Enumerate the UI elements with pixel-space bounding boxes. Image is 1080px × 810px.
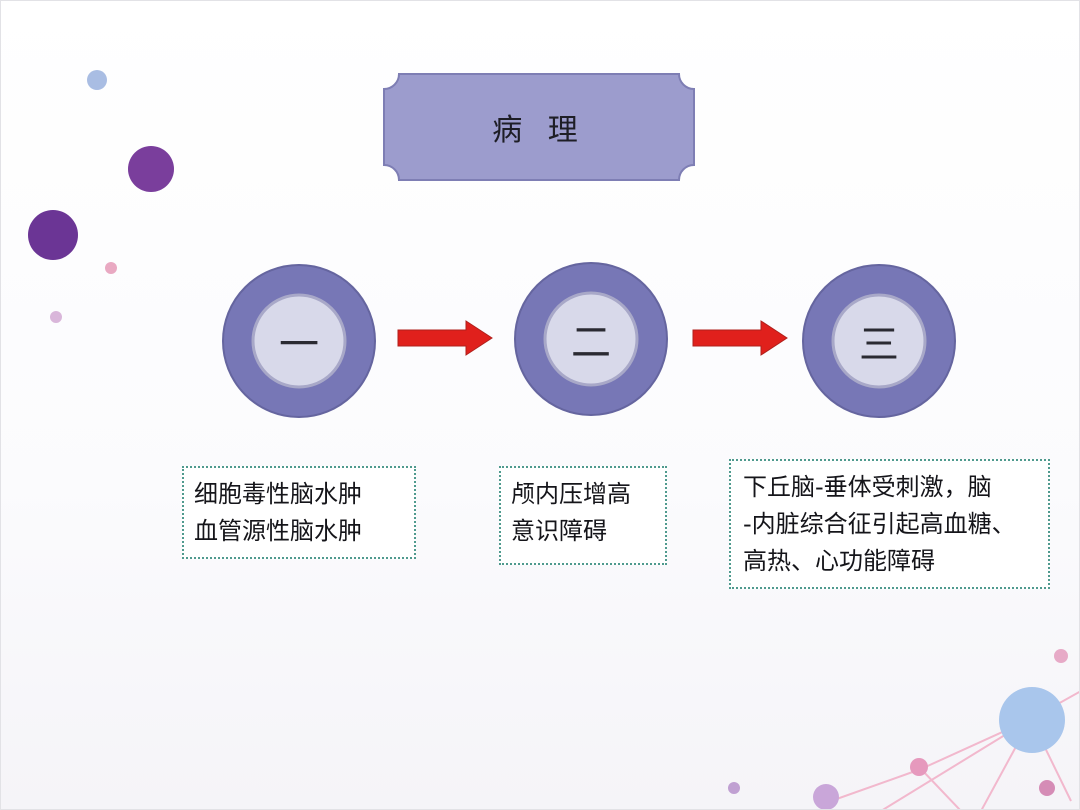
title-box: 病 理 — [383, 73, 695, 181]
stage-3-number: 三 — [859, 322, 899, 368]
description-line: 颅内压增高 — [511, 480, 631, 508]
stage-2-description: 颅内压增高 意识障碍 — [499, 466, 667, 565]
title-banner-shape — [383, 73, 695, 181]
decor-dot — [50, 311, 62, 323]
decor-dot — [1054, 649, 1068, 663]
decor-dot — [999, 687, 1065, 753]
decor-dot — [87, 70, 107, 90]
description-line: -内脏综合征引起高血糖、 — [743, 510, 1016, 538]
stage-2-circle: 二 — [513, 261, 669, 417]
stage-3-description: 下丘脑-垂体受刺激，脑 -内脏综合征引起高血糖、 高热、心功能障碍 — [729, 459, 1050, 589]
description-line: 血管源性脑水肿 — [194, 517, 362, 545]
decor-dot — [105, 262, 117, 274]
stage-2-number: 二 — [571, 320, 611, 366]
stage-1-circle: 一 — [221, 263, 377, 419]
decor-dot — [728, 782, 740, 794]
description-line: 下丘脑-垂体受刺激，脑 — [743, 473, 992, 501]
decor-dot — [128, 146, 174, 192]
arrow-right-icon — [397, 320, 493, 356]
description-line: 细胞毒性脑水肿 — [194, 480, 362, 508]
description-line: 高热、心功能障碍 — [743, 547, 935, 575]
decor-dot — [1039, 780, 1055, 796]
arrow-right-icon — [692, 320, 788, 356]
stage-1-description: 细胞毒性脑水肿 血管源性脑水肿 — [182, 466, 416, 559]
page-title: 病 理 — [492, 113, 586, 148]
description-line: 意识障碍 — [511, 517, 607, 545]
stage-1-number: 一 — [279, 322, 319, 368]
stage-3-circle: 三 — [801, 263, 957, 419]
decor-dot — [910, 758, 928, 776]
decor-dot — [28, 210, 78, 260]
decor-dot — [813, 784, 839, 809]
